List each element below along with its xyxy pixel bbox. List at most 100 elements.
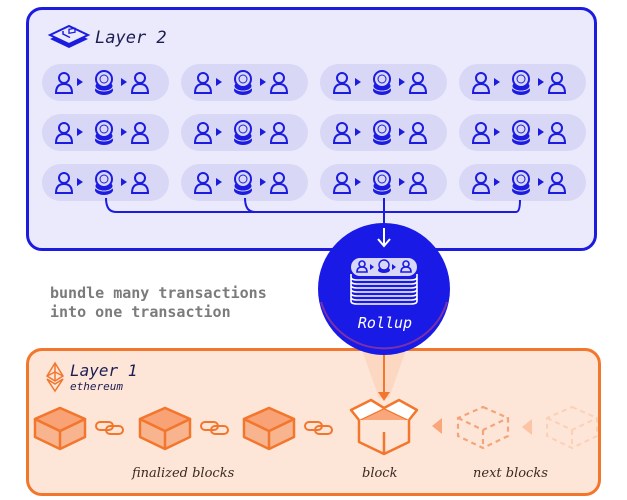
arrow-right-icon [399,178,405,186]
transaction-icons [332,120,428,145]
transaction-icons [54,70,150,95]
user-icon [471,72,491,94]
arrow-right-icon [494,178,500,186]
finalized-blocks-label: finalized blocks [132,466,235,481]
transaction-icons [332,170,428,195]
user-icon [408,72,428,94]
user-icon [332,122,352,144]
block-label: block [362,466,398,481]
layers-icon [47,24,91,48]
user-icon [471,172,491,194]
arrow-right-icon [538,78,544,86]
transaction-icons [54,170,150,195]
arrow-right-icon [77,178,83,186]
rollup-label: Rollup [357,314,413,332]
user-icon [130,172,150,194]
transaction-icons [193,170,289,195]
user-icon [54,122,74,144]
user-icon [269,122,289,144]
rollup-circle [318,223,450,355]
transaction-pill [459,64,586,101]
user-icon [130,122,150,144]
user-icon [332,72,352,94]
arrow-right-icon [355,128,361,136]
arrow-right-icon [216,78,222,86]
transaction-pill [320,164,447,201]
transaction-pill [181,64,308,101]
coin-stack-icon [94,170,114,195]
arrow-right-icon [121,178,127,186]
transaction-icons [193,120,289,145]
layer1-title: Layer 1 [70,361,138,380]
arrow-right-icon [77,128,83,136]
arrow-right-icon [216,178,222,186]
coin-stack-icon [233,170,253,195]
user-icon [332,172,352,194]
transaction-pill [459,114,586,151]
finalized-block-icon [33,406,87,451]
transaction-icons [54,120,150,145]
transaction-icons [332,70,428,95]
user-icon [408,172,428,194]
user-icon [193,72,213,94]
user-icon [193,122,213,144]
next-blocks-label: next blocks [473,466,548,481]
coin-stack-icon [372,170,392,195]
arrow-right-icon [260,178,266,186]
arrow-right-icon [260,78,266,86]
transaction-pill [42,64,169,101]
user-icon [547,72,567,94]
chain-link-icon [95,421,124,435]
user-icon [130,72,150,94]
user-icon [547,122,567,144]
next-block-icon [546,405,598,450]
coin-stack-icon [511,170,531,195]
transaction-pill [42,114,169,151]
arrow-right-icon [121,128,127,136]
caption-line-2: into one transaction [50,303,231,321]
transaction-pill [320,64,447,101]
chain-link-icon [200,421,229,435]
layer2-title: Layer 2 [95,28,167,48]
user-icon [547,172,567,194]
coin-stack-icon [94,70,114,95]
arrow-right-icon [538,128,544,136]
user-icon [193,172,213,194]
coin-stack-icon [511,120,531,145]
layer1-subtitle: ethereum [70,380,123,393]
arrow-right-icon [538,178,544,186]
user-icon [408,122,428,144]
transaction-pill [181,164,308,201]
finalized-block-icon [138,406,192,451]
coin-stack-icon [372,70,392,95]
user-icon [269,172,289,194]
arrow-right-icon [494,78,500,86]
transaction-pill [320,114,447,151]
user-icon [471,122,491,144]
coin-stack-icon [233,120,253,145]
coin-stack-icon [372,120,392,145]
arrow-down-icon [377,228,391,248]
next-block-icon [456,405,510,450]
finalized-block-icon [242,406,296,451]
transaction-pill [42,164,169,201]
caption-line-1: bundle many transactions [50,284,267,302]
arrow-right-icon [355,178,361,186]
stacked-transactions-icon [350,258,418,305]
transaction-icons [471,170,567,195]
arrow-right-icon [494,128,500,136]
arrow-right-icon [355,78,361,86]
arrow-right-icon [399,128,405,136]
user-icon [269,72,289,94]
chain-link-icon [304,421,333,435]
transaction-icons [471,70,567,95]
transaction-pill [459,164,586,201]
arrow-right-icon [121,78,127,86]
arrow-right-icon [260,128,266,136]
user-icon [54,72,74,94]
user-icon [54,172,74,194]
coin-stack-icon [94,120,114,145]
coin-stack-icon [233,70,253,95]
arrow-left-icon [522,419,532,435]
open-box-icon [349,398,419,456]
